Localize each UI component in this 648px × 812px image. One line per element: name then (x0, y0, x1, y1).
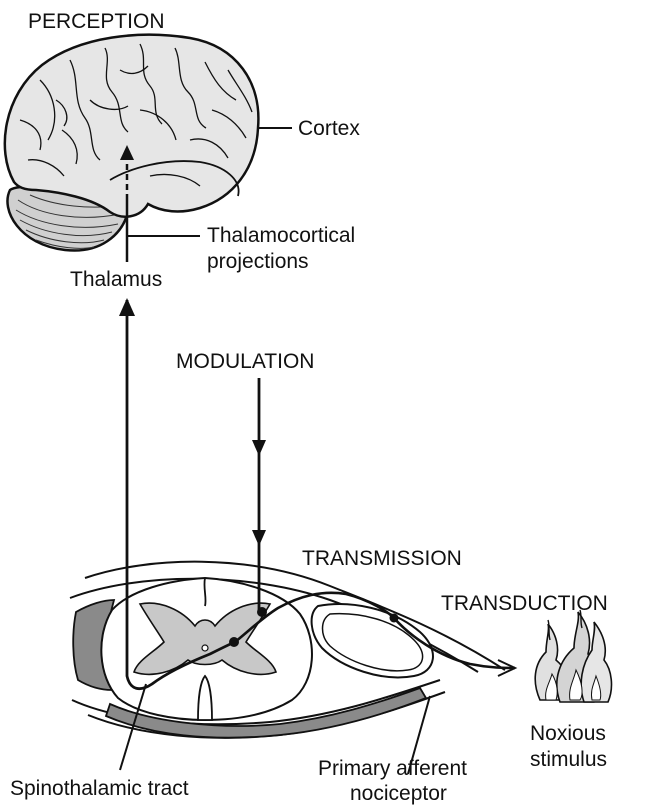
stage-perception: PERCEPTION (28, 10, 165, 33)
label-nociceptor: nociceptor (350, 782, 447, 805)
synapse-dot-drg (390, 614, 399, 623)
label-noxious: Noxious (530, 722, 606, 745)
label-stimulus: stimulus (530, 748, 607, 771)
stage-transmission: TRANSMISSION (302, 547, 462, 570)
modulation-arrowhead-2 (252, 530, 266, 546)
label-thalamocortical: Thalamocortical (207, 224, 355, 247)
label-projections: projections (207, 250, 309, 273)
synapse-dot-central (229, 637, 239, 647)
spinothalamic-arrowhead (119, 298, 135, 316)
cerebrum (5, 35, 259, 217)
label-cortex: Cortex (298, 117, 360, 140)
stage-modulation: MODULATION (176, 350, 314, 373)
label-spinothalamic: Spinothalamic tract (10, 777, 189, 800)
label-thalamus: Thalamus (70, 268, 162, 291)
stage-transduction: TRANSDUCTION (441, 592, 608, 615)
label-primary-afferent: Primary afferent (318, 757, 467, 780)
flame-icon (535, 610, 611, 702)
synapse-dot-dorsal (257, 607, 267, 617)
spinal-cord (70, 562, 505, 738)
modulation-arrowhead-1 (252, 440, 266, 456)
